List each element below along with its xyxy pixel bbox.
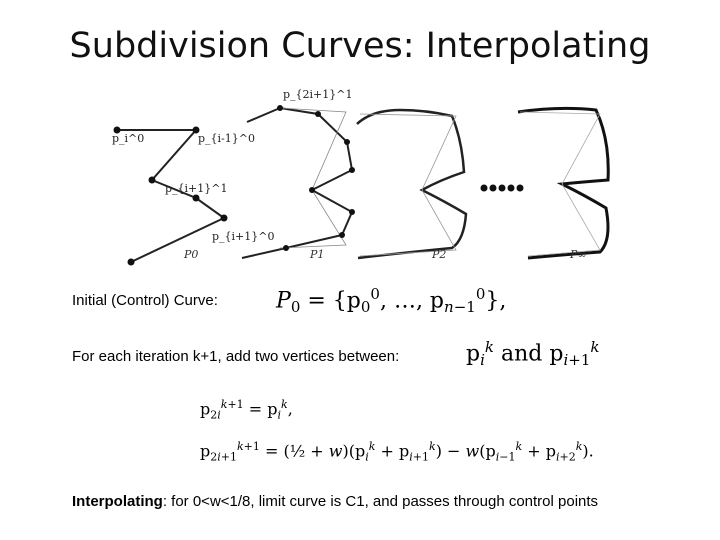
equation-odd: p2i+1k+1 = (½ + w)(pik + pi+1k) − w(pi−1… [200,440,594,464]
between-formula: pik and pi+1k [466,338,600,369]
label-pi-1-0: p_{i-1}^0 [198,132,255,145]
label-pi+1-1: p_{i+1}^1 [165,182,228,195]
vertex [349,167,355,173]
curve-p0-vertices [113,126,228,266]
initial-curve-label: Initial (Control) Curve: [72,292,218,309]
equation-even: p2ik+1 = pik, [200,398,293,422]
vertex [283,245,289,251]
vertex [220,214,228,222]
vertex [339,232,345,238]
vertex [277,105,283,111]
bottom-text: : for 0<w<1/8, limit curve is C1, and pa… [162,493,599,510]
vertex [344,139,350,145]
vertex [192,194,200,202]
curve-p1 [241,105,355,259]
curve-p0 [117,129,226,263]
bottom-bold: Interpolating [72,493,163,510]
vertex [113,126,121,134]
vertex [192,126,200,134]
vertex [309,187,315,193]
curve-label-p0: P0 [183,248,198,261]
curve-label-pinf: P∞ [569,248,587,261]
curve-label-p2: P2 [431,248,446,261]
curve-p-infinity [517,106,610,260]
initial-curve-formula: P0 = {p00, …, pn−10}, [276,285,507,316]
curve-label-p1: P1 [309,248,324,261]
vertex [127,258,135,266]
slide-title: Subdivision Curves: Interpolating [69,26,651,66]
subdivision-diagram: p_i^0 p_{i-1}^0 p_{i+1}^1 p_{i+1}^0 p_{2… [112,88,610,266]
ellipsis-dots [480,184,524,192]
curve-p2 [356,108,468,260]
label-pi0: p_i^0 [112,132,144,145]
vertex [148,176,156,184]
each-iteration-label: For each iteration k+1, add two vertices… [72,348,400,365]
vertex [315,111,321,117]
vertex [349,209,355,215]
label-pi+1-0: p_{i+1}^0 [212,230,275,243]
label-p2i+1-1: p_{2i+1}^1 [283,88,353,101]
bottom-note: Interpolating: for 0<w<1/8, limit curve … [72,492,672,512]
